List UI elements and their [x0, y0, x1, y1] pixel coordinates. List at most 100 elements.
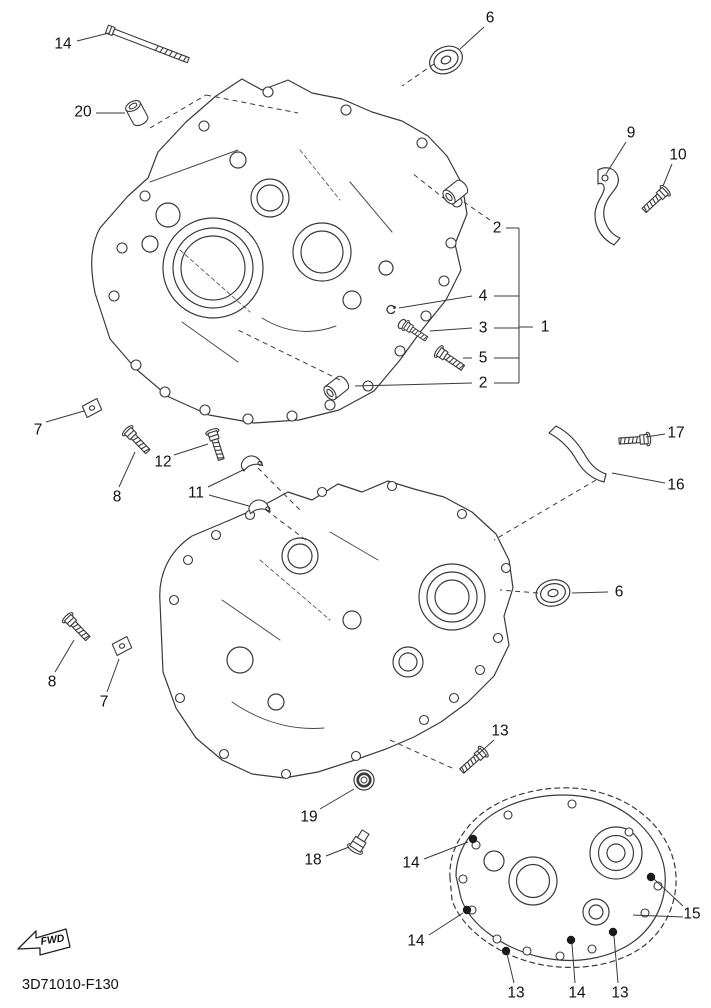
bolt-position-dot [566, 935, 576, 945]
callout-label-13: 13 [507, 985, 524, 1002]
leader-line [54, 639, 75, 673]
upper-crankcase-drawing [91, 78, 468, 425]
bolt-part-10 [638, 183, 673, 217]
leader-line [76, 32, 110, 42]
bolt-position-dot [646, 872, 656, 882]
leader-line [459, 26, 485, 50]
callout-label-7: 7 [100, 694, 109, 711]
bolt-part-17 [617, 431, 652, 449]
leader-line [354, 382, 473, 387]
oil-seal-part-6-mid [533, 576, 573, 610]
plate-part-7-lower [110, 635, 134, 657]
construction-line-dashed [499, 589, 539, 594]
leader-line [571, 591, 609, 594]
callout-label-13: 13 [491, 723, 508, 740]
diagram-code: 3D71010-F130 [22, 977, 119, 993]
callout-label-7: 7 [34, 422, 43, 439]
clip-part-4 [386, 304, 396, 315]
callout-label-9: 9 [627, 125, 636, 142]
oil-seal-part-6-top [424, 40, 468, 80]
bolt-position-dot [608, 927, 618, 937]
leader-line [662, 163, 673, 187]
leader-line [423, 841, 469, 860]
leader-line [653, 878, 684, 907]
callout-label-14: 14 [407, 933, 425, 950]
callout-label-14: 14 [568, 985, 586, 1002]
leader-line [632, 914, 684, 918]
construction-line-dashed [265, 509, 307, 541]
washer-part-19 [352, 768, 376, 792]
callout-label-1: 1 [541, 319, 550, 336]
construction-line-dashed [149, 94, 207, 129]
fwd-marker: FWD [17, 928, 71, 956]
callout-label-19: 19 [300, 809, 317, 826]
callout-label-2: 2 [493, 220, 502, 237]
callout-label-16: 16 [667, 477, 684, 494]
fwd-arrow-icon [17, 928, 71, 956]
lower-case-bolt-holes [168, 480, 512, 780]
leader-line [398, 295, 473, 309]
leader-line [645, 433, 666, 438]
construction-line-dashed [205, 94, 299, 114]
bolt-part-13 [456, 744, 491, 777]
leader-line [208, 494, 250, 507]
construction-line-dashed [257, 467, 301, 511]
construction-line-dashed [493, 479, 597, 541]
bolt-position-dot [462, 905, 472, 915]
plug-bolt-part-18 [345, 826, 374, 857]
leader-line [428, 912, 464, 936]
leader-line [475, 739, 495, 757]
long-bolt-part-14 [104, 24, 191, 65]
leader-line [173, 443, 209, 456]
callout-label-6: 6 [615, 584, 624, 601]
construction-lines [149, 63, 597, 769]
bracket-part-9 [594, 167, 621, 246]
callout-label-4: 4 [479, 288, 488, 305]
bolt-part-8-lower [60, 610, 94, 644]
callout-label-8: 8 [113, 489, 122, 506]
leader-line [611, 472, 666, 484]
callout-label-13: 13 [611, 985, 628, 1002]
dowel-part-2-upper [439, 177, 471, 207]
leader-lines [45, 26, 684, 984]
bolt-part-8-upper [120, 423, 154, 457]
bolt-position-dots [462, 834, 656, 956]
construction-line-dashed [389, 739, 453, 769]
assembly-bracket [494, 227, 533, 384]
leader-line [429, 327, 473, 332]
bolt-part-12 [204, 426, 229, 463]
construction-line-dashed [237, 329, 341, 381]
crankcase-cover-drawing [449, 787, 677, 969]
fwd-label: FWD [40, 932, 66, 948]
construction-line-dashed [411, 172, 447, 201]
leader-line [106, 658, 120, 693]
leader-line-dashed [463, 201, 491, 221]
callout-label-15: 15 [683, 906, 700, 923]
leader-line [207, 468, 246, 488]
bushing-part-20 [123, 97, 151, 129]
cable-guide-part-16 [548, 425, 607, 483]
bolt-part-5 [432, 343, 468, 375]
callout-label-14: 14 [402, 855, 420, 872]
leader-line [605, 141, 627, 175]
lower-crankcase-drawing [159, 480, 514, 780]
leader-line [506, 953, 515, 984]
leader-line [325, 846, 350, 857]
gasket-part-15 [449, 787, 677, 969]
leader-line [45, 410, 85, 423]
callout-label-5: 5 [479, 350, 488, 367]
callout-label-6: 6 [486, 10, 495, 27]
construction-line-dashed [401, 63, 435, 87]
leader-line [319, 788, 355, 810]
leader-line [613, 935, 619, 984]
callout-label-2: 2 [479, 375, 488, 392]
cover-bolt-holes [458, 799, 663, 961]
leader-line [571, 943, 576, 984]
plate-part-7-upper [80, 397, 104, 419]
upper-case-bolt-holes [108, 86, 463, 425]
callout-label-10: 10 [669, 147, 687, 164]
bolt-position-dot [501, 946, 511, 956]
callout-label-14: 14 [54, 36, 72, 53]
